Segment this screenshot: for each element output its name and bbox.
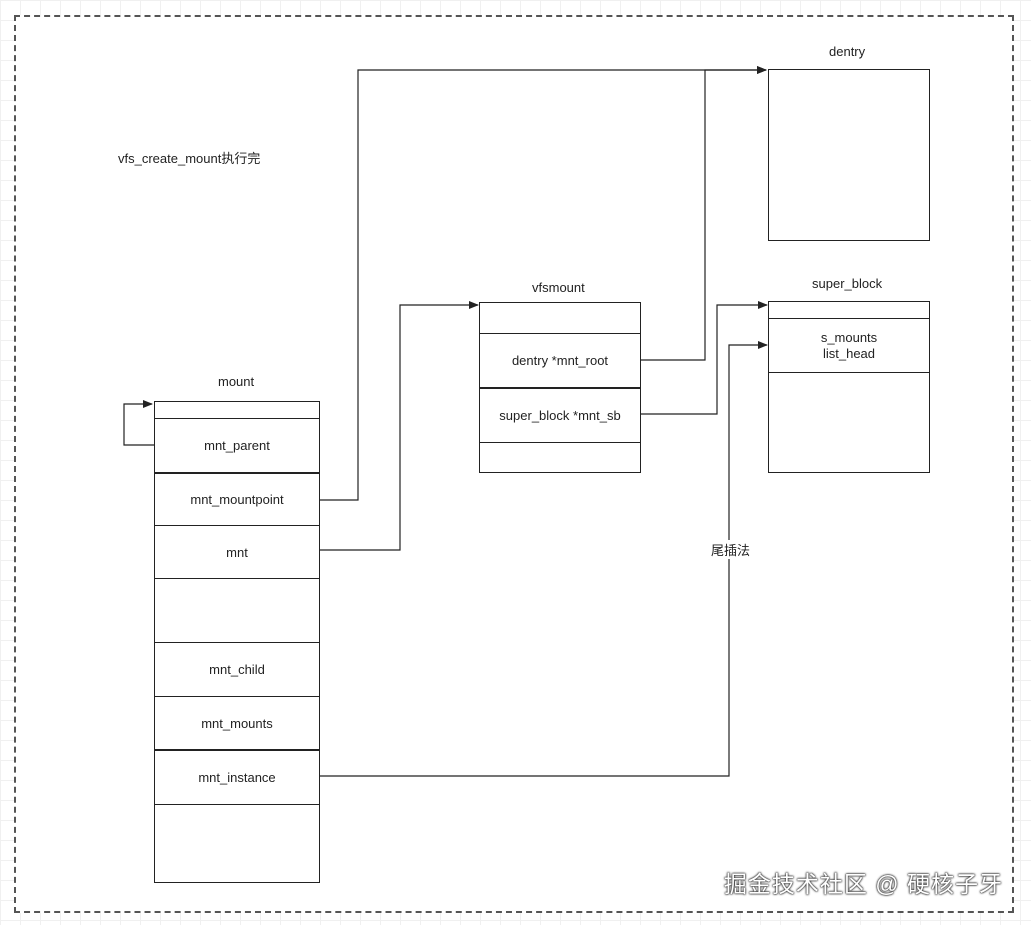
edge-label-tail-insert: 尾插法 — [710, 540, 752, 559]
vfsmount-field — [480, 303, 640, 333]
mount-field — [155, 804, 319, 883]
mount-field — [155, 402, 319, 418]
mount-mnt-mountpoint: mnt_mountpoint — [155, 472, 319, 526]
super-block-box: s_mounts list_head — [768, 301, 930, 473]
mount-mnt-child: mnt_child — [155, 642, 319, 697]
mount-box: mnt_parent mnt_mountpoint mnt mnt_child … — [154, 401, 320, 883]
mount-field — [155, 578, 319, 643]
vfsmount-mnt-root: dentry *mnt_root — [480, 333, 640, 387]
edge-mnt-root-to-dentry — [640, 66, 767, 361]
diagram-caption: vfs_create_mount执行完 — [118, 151, 261, 166]
vfsmount-field — [480, 442, 640, 473]
watermark: 掘金技术社区 @ 硬核子牙 — [723, 871, 1003, 897]
mount-mnt: mnt — [155, 525, 319, 579]
edge-mountpoint-to-dentry — [319, 66, 767, 501]
mount-mnt-mounts: mnt_mounts — [155, 696, 319, 750]
edge-mnt-to-vfsmount — [319, 301, 479, 551]
mount-title: mount — [218, 374, 255, 389]
vfsmount-title: vfsmount — [532, 280, 585, 295]
vfsmount-box: dentry *mnt_root super_block *mnt_sb — [479, 302, 641, 473]
vfsmount-mnt-sb: super_block *mnt_sb — [480, 387, 640, 443]
dentry-title: dentry — [829, 44, 866, 59]
dentry-box — [768, 69, 930, 241]
super-block-title: super_block — [812, 276, 883, 291]
edge-mnt-instance-to-s-mounts — [319, 341, 768, 777]
super-block-s-mounts: s_mounts list_head — [769, 318, 929, 373]
super-block-field — [769, 302, 929, 318]
mount-mnt-parent: mnt_parent — [155, 418, 319, 473]
mount-mnt-instance: mnt_instance — [155, 749, 319, 805]
edge-mnt-sb-to-super-block — [640, 301, 768, 415]
edge-mnt-parent-self — [123, 400, 154, 446]
super-block-field — [769, 372, 929, 473]
